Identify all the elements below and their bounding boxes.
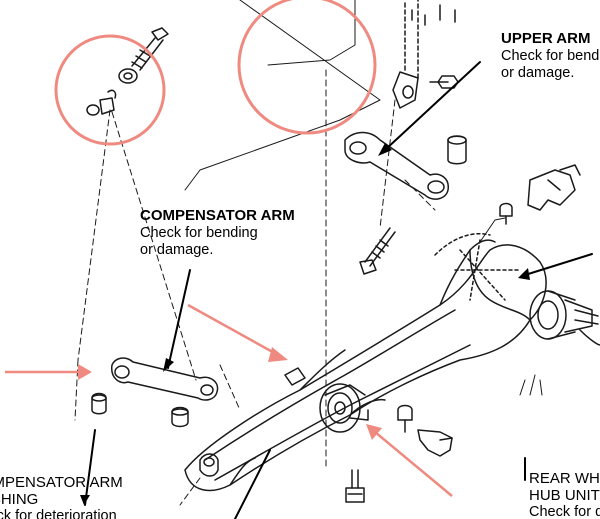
lower-bolt: [345, 469, 365, 503]
sensor-bracket: [499, 164, 581, 225]
label-bushing-title-2: BUSHING: [0, 491, 39, 508]
label-rear-wheel-hub: REAR WHEEL HUB UNIT Check for damage: [529, 470, 600, 519]
bracket: [397, 404, 453, 457]
label-compensator-arm-title: COMPENSATOR ARM: [140, 207, 295, 224]
label-compensator-arm-line-1: Check for bending: [140, 225, 258, 241]
label-hub-line: Check for damage: [529, 504, 600, 519]
highlight-circle-top: [237, 0, 377, 135]
label-hub-title-1: REAR WHEEL: [529, 470, 600, 487]
mounting-bolt: [359, 227, 396, 275]
label-upper-arm-line-1: Check for bending: [501, 48, 600, 64]
label-upper-arm: UPPER ARM Check for bending or damage.: [501, 30, 600, 82]
highlight-circles: [54, 0, 377, 146]
label-bushing-title-1: COMPENSATOR ARM: [0, 474, 123, 491]
rear-hub-unit: [529, 290, 600, 346]
label-compensator-arm-line-2: or damage.: [140, 242, 214, 258]
label-upper-arm-title: UPPER ARM: [501, 30, 591, 47]
label-upper-arm-line-2: or damage.: [501, 65, 575, 81]
indicator-arrow-compensator: [187, 303, 279, 357]
upper-arm: [344, 0, 467, 200]
knuckle-bushing: [284, 367, 369, 433]
label-hub-title-2: HUB UNIT: [529, 487, 600, 504]
highlight-circle-left: [54, 34, 166, 146]
compensator-arm: [91, 357, 219, 477]
trailing-arm: [184, 233, 547, 492]
indicator-arrows: [5, 303, 453, 497]
label-compensator-arm-bushing: COMPENSATOR ARM BUSHING Check for deteri…: [0, 474, 123, 519]
compensator-arm-bolt: [86, 27, 169, 116]
label-compensator-arm: COMPENSATOR ARM Check for bending or dam…: [140, 207, 295, 259]
label-bushing-line: Check for deterioration: [0, 508, 117, 519]
indicator-arrow-knuckle: [374, 431, 453, 497]
